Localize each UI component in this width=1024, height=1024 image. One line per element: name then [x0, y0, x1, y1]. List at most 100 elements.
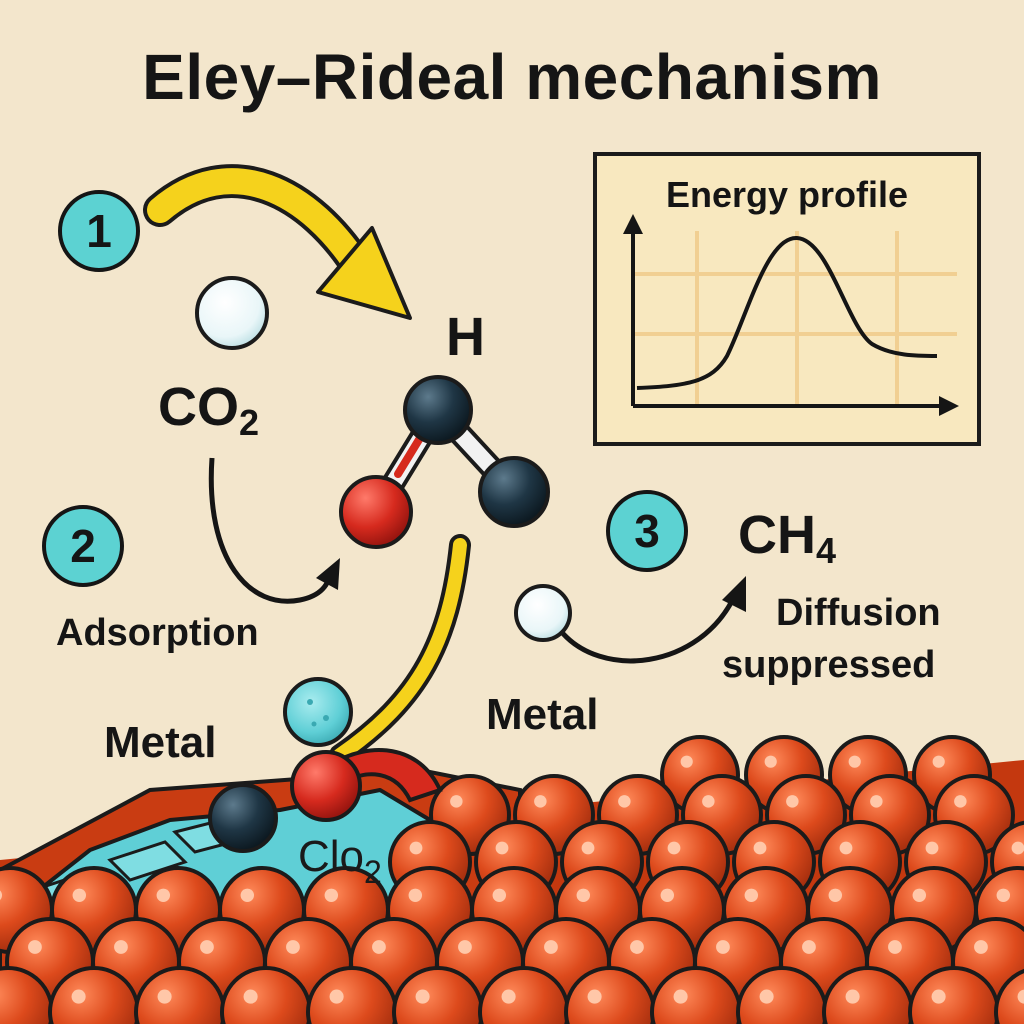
metal-atom-highlight	[848, 755, 861, 768]
metal-atom-highlight	[581, 841, 595, 855]
energy-x-arrow-icon	[939, 396, 959, 416]
oxygen-atom-surface	[290, 750, 362, 822]
energy-y-arrow-icon	[623, 214, 643, 234]
metal-atom-highlight	[828, 888, 843, 903]
metal-atom-highlight	[753, 841, 767, 855]
metal-atom-highlight	[1011, 841, 1024, 855]
step-1-badge: 1	[58, 190, 140, 272]
adsorption-label: Adsorption	[56, 612, 259, 654]
adsorption-arrowhead-icon	[316, 558, 340, 590]
clo2-subscript: 2	[364, 854, 382, 890]
oxygen-atom-center	[339, 475, 413, 549]
metal-atom-highlight	[0, 890, 3, 901]
metal-atom-highlight	[71, 989, 86, 1004]
co2-subscript: 2	[239, 402, 260, 443]
metal-atom-highlight	[329, 989, 344, 1004]
metal-atom-highlight	[450, 795, 463, 808]
diffusion-arrowhead-icon	[722, 576, 746, 612]
metal-atom-highlight	[200, 940, 214, 954]
metal-atom-highlight	[702, 795, 715, 808]
metal-atom-highlight	[618, 795, 631, 808]
metal-atom-highlight	[716, 940, 730, 954]
diffusion-label: Diffusion	[776, 592, 941, 634]
metal-atom-highlight	[660, 888, 675, 903]
energy-profile-plot	[623, 214, 959, 416]
metal-atom-highlight	[974, 940, 988, 954]
metal-atom-highlight	[324, 888, 339, 903]
metal-atom-highlight	[501, 989, 516, 1004]
carbon-atom-right	[478, 456, 550, 528]
energy-grid	[633, 231, 957, 406]
metal-atom-highlight	[925, 841, 939, 855]
co2-main: CO	[158, 377, 239, 437]
step-3-badge: 3	[606, 490, 688, 572]
carbon-atom-surface	[208, 783, 278, 853]
metal-atom-highlight	[673, 989, 688, 1004]
metal-atom-highlight	[534, 795, 547, 808]
step-2-badge: 2	[42, 505, 124, 587]
metal-atom-highlight	[845, 989, 860, 1004]
hydrogen-label: H	[446, 307, 485, 367]
metal-atom	[994, 968, 1024, 1024]
clo2-label: Clo2	[298, 832, 382, 891]
metal-label-center: Metal	[486, 690, 599, 739]
metal-atom-highlight	[495, 841, 509, 855]
clo2-main: Clo	[298, 832, 365, 881]
metal-atom-highlight	[492, 888, 507, 903]
hydrogen-atom-right	[514, 584, 572, 642]
metal-atom-highlight	[286, 940, 300, 954]
yellow-arrow-surface	[329, 534, 471, 766]
metal-atom-highlight	[759, 989, 774, 1004]
ch4-main: CH	[738, 505, 816, 565]
metal-atom-highlight	[72, 888, 87, 903]
surface-bridge	[327, 748, 443, 803]
metal-atom-highlight	[630, 940, 644, 954]
diagram-title: Eley–Rideal mechanism	[142, 41, 882, 113]
metal-label-left: Metal	[104, 718, 217, 767]
energy-profile-panel: Energy profile	[593, 152, 981, 446]
metal-atom-highlight	[157, 989, 172, 1004]
ch4-subscript: 4	[816, 530, 837, 571]
metal-atom-highlight	[996, 888, 1011, 903]
metal-atom-highlight	[786, 795, 799, 808]
metal-atom-highlight	[415, 989, 430, 1004]
metal-atom-highlight	[587, 989, 602, 1004]
metal-atom-highlight	[240, 888, 255, 903]
metal-atom-highlight	[954, 795, 967, 808]
hydrogen-atom-top	[195, 276, 269, 350]
metal-atom-highlight	[372, 940, 386, 954]
metal-atom-highlight	[458, 940, 472, 954]
metal-atom-highlight	[544, 940, 558, 954]
metal-atom-highlight	[932, 755, 945, 768]
energy-profile-title: Energy profile	[665, 174, 909, 215]
metal-atom-highlight	[888, 940, 902, 954]
metal-atom-highlight	[802, 940, 816, 954]
metal-atom-highlight	[409, 841, 423, 855]
metal-atom-highlight	[744, 888, 759, 903]
metal-atom-highlight	[912, 888, 927, 903]
cyan-adsorbed-atom	[283, 677, 353, 747]
carbon-atom-center	[403, 375, 473, 445]
metal-atom-grid	[0, 735, 1024, 1024]
metal-atom-highlight	[243, 989, 258, 1004]
metal-atom-highlight	[839, 841, 853, 855]
ch4-label: CH4	[738, 504, 836, 572]
metal-atom-highlight	[680, 755, 693, 768]
metal-atom-highlight	[28, 940, 42, 954]
metal-atom-highlight	[931, 989, 946, 1004]
yellow-arrowhead-step1	[316, 226, 412, 320]
co2-label: CO2	[158, 376, 259, 444]
suppressed-label: suppressed	[722, 644, 936, 686]
diffusion-arrow	[558, 593, 738, 664]
metal-atom-highlight	[1017, 989, 1024, 1004]
metal-atom-highlight	[764, 755, 777, 768]
metal-atom-highlight	[156, 888, 171, 903]
metal-atom-highlight	[408, 888, 423, 903]
energy-curve	[636, 235, 938, 390]
adsorption-arrow	[208, 457, 333, 604]
metal-atom-highlight	[576, 888, 591, 903]
metal-atom-highlight	[870, 795, 883, 808]
metal-atom-highlight	[114, 940, 128, 954]
